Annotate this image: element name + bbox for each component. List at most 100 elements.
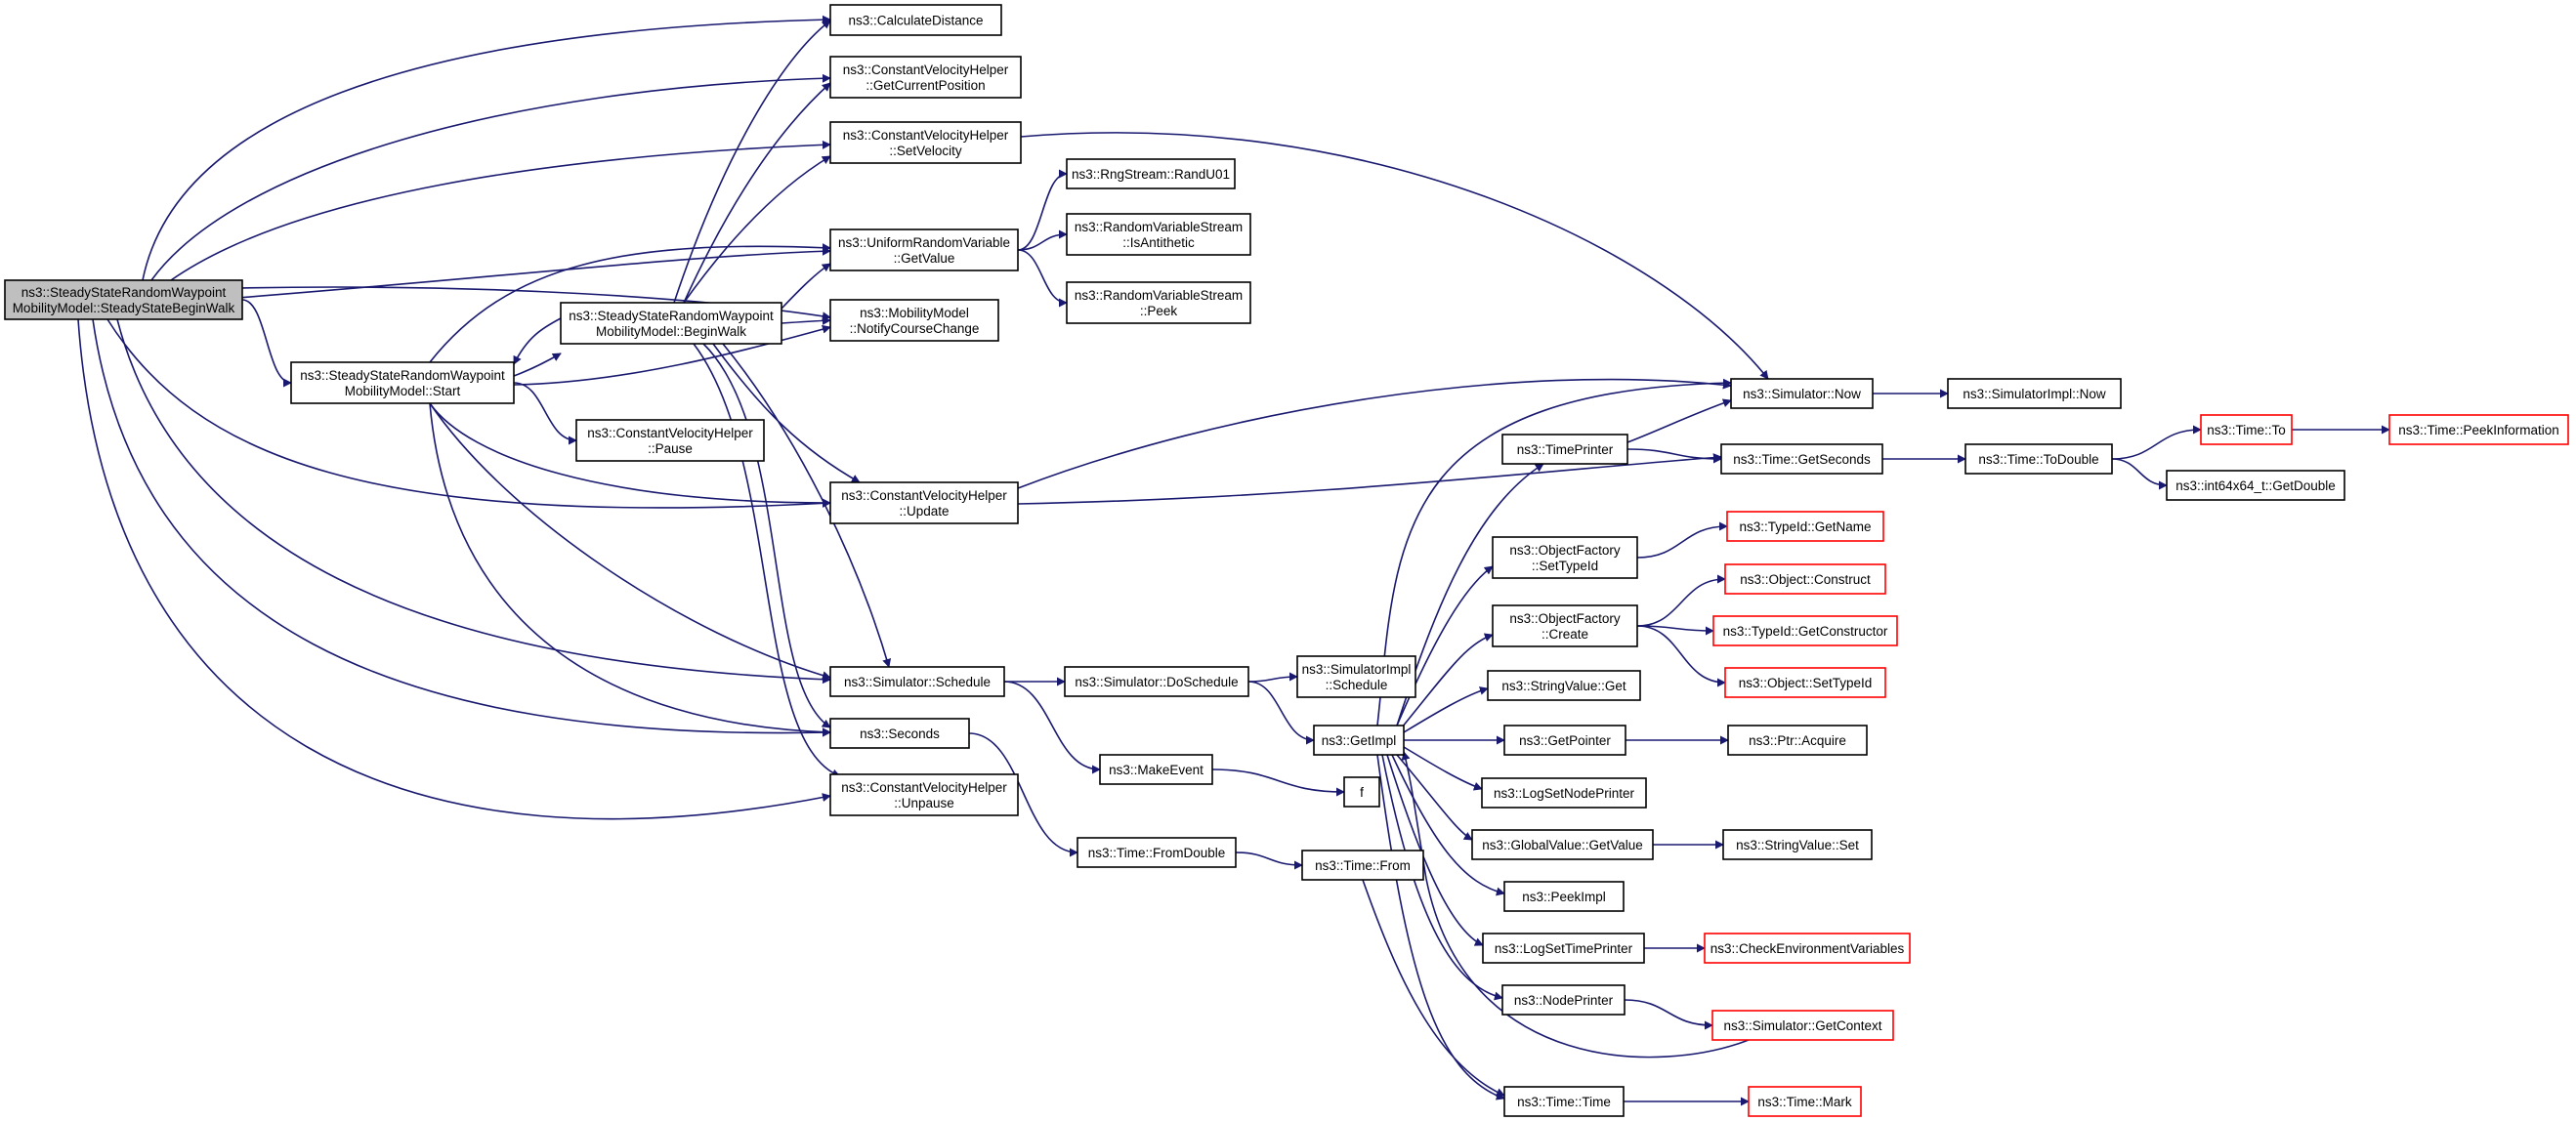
node-schedule[interactable]: ns3::Simulator::Schedule: [829, 666, 1005, 697]
node-box[interactable]: [1066, 281, 1251, 324]
node-box[interactable]: [1727, 725, 1868, 756]
node-svget[interactable]: ns3::StringValue::Get: [1487, 670, 1641, 701]
node-root[interactable]: ns3::SteadyStateRandomWaypointMobilityMo…: [4, 279, 243, 320]
node-getdouble[interactable]: ns3::int64x64_t::GetDouble: [2166, 470, 2345, 501]
node-seconds[interactable]: ns3::Seconds: [829, 718, 970, 749]
node-objsettypeid[interactable]: ns3::Object::SetTypeId: [1724, 667, 1886, 698]
node-box[interactable]: [2166, 470, 2345, 501]
node-box[interactable]: [1296, 655, 1416, 698]
node-box[interactable]: [1343, 776, 1380, 808]
node-box[interactable]: [829, 299, 999, 342]
node-update[interactable]: ns3::ConstantVelocityHelper::Update: [829, 481, 1019, 524]
node-logsettime[interactable]: ns3::LogSetTimePrinter: [1482, 933, 1645, 964]
node-peek[interactable]: ns3::RandomVariableStream::Peek: [1066, 281, 1251, 324]
node-box[interactable]: [1313, 725, 1405, 756]
node-timegetseconds[interactable]: ns3::Time::GetSeconds: [1720, 443, 1883, 475]
node-box[interactable]: [1301, 850, 1424, 881]
node-todouble[interactable]: ns3::Time::ToDouble: [1964, 443, 2113, 475]
node-fromdouble[interactable]: ns3::Time::FromDouble: [1077, 837, 1237, 868]
node-ofcreate[interactable]: ns3::ObjectFactory::Create: [1492, 604, 1638, 647]
node-tgetctor[interactable]: ns3::TypeId::GetConstructor: [1712, 615, 1898, 646]
node-box[interactable]: [1501, 434, 1628, 465]
node-tgetname[interactable]: ns3::TypeId::GetName: [1726, 511, 1884, 542]
node-getcurpos[interactable]: ns3::ConstantVelocityHelper::GetCurrentP…: [829, 56, 1022, 99]
node-box[interactable]: [1964, 443, 2113, 475]
node-simgetcontext[interactable]: ns3::Simulator::GetContext: [1711, 1010, 1894, 1041]
node-box[interactable]: [1503, 881, 1625, 912]
node-box[interactable]: [1503, 1086, 1625, 1117]
node-getimpl[interactable]: ns3::GetImpl: [1313, 725, 1405, 756]
node-box[interactable]: [1066, 158, 1236, 189]
node-ofsettypeid[interactable]: ns3::ObjectFactory::SetTypeId: [1492, 536, 1638, 579]
node-box[interactable]: [1748, 1086, 1862, 1117]
node-timemark[interactable]: ns3::Time::Mark: [1748, 1086, 1862, 1117]
node-simimplschedule[interactable]: ns3::SimulatorImpl::Schedule: [1296, 655, 1416, 698]
node-logsetnode[interactable]: ns3::LogSetNodePrinter: [1481, 777, 1647, 809]
node-randu01[interactable]: ns3::RngStream::RandU01: [1066, 158, 1236, 189]
node-box[interactable]: [829, 228, 1019, 271]
node-box[interactable]: [829, 481, 1019, 524]
node-getpointer[interactable]: ns3::GetPointer: [1503, 725, 1626, 756]
node-box[interactable]: [1481, 777, 1647, 809]
node-box[interactable]: [1711, 1010, 1894, 1041]
node-makeevent[interactable]: ns3::MakeEvent: [1099, 754, 1213, 785]
node-box[interactable]: [1482, 933, 1645, 964]
node-doschedule[interactable]: ns3::Simulator::DoSchedule: [1064, 666, 1249, 697]
node-beginwalk[interactable]: ns3::SteadyStateRandomWaypointMobilityMo…: [560, 302, 782, 345]
node-box[interactable]: [829, 121, 1022, 164]
node-calcdist[interactable]: ns3::CalculateDistance: [829, 4, 1002, 36]
node-notify[interactable]: ns3::MobilityModel::NotifyCourseChange: [829, 299, 999, 342]
node-unpause[interactable]: ns3::ConstantVelocityHelper::Unpause: [829, 773, 1019, 816]
node-timefrom[interactable]: ns3::Time::From: [1301, 850, 1424, 881]
node-peekimpl[interactable]: ns3::PeekImpl: [1503, 881, 1625, 912]
node-box[interactable]: [1722, 829, 1873, 860]
node-box[interactable]: [290, 361, 515, 404]
node-gvgetvalue[interactable]: ns3::GlobalValue::GetValue: [1471, 829, 1654, 860]
node-box[interactable]: [1704, 933, 1911, 964]
node-ptracquire[interactable]: ns3::Ptr::Acquire: [1727, 725, 1868, 756]
node-box[interactable]: [1724, 563, 1886, 595]
node-isanti[interactable]: ns3::RandomVariableStream::IsAntithetic: [1066, 213, 1251, 256]
node-box[interactable]: [829, 718, 970, 749]
node-start[interactable]: ns3::SteadyStateRandomWaypointMobilityMo…: [290, 361, 515, 404]
node-box[interactable]: [575, 419, 765, 462]
node-box[interactable]: [829, 773, 1019, 816]
node-box[interactable]: [1471, 829, 1654, 860]
node-setvel[interactable]: ns3::ConstantVelocityHelper::SetVelocity: [829, 121, 1022, 164]
node-box[interactable]: [1487, 670, 1641, 701]
node-simimplnow[interactable]: ns3::SimulatorImpl::Now: [1947, 378, 2122, 409]
node-box[interactable]: [1077, 837, 1237, 868]
node-box[interactable]: [1730, 378, 1874, 409]
node-f[interactable]: f: [1343, 776, 1380, 808]
node-checkenv[interactable]: ns3::CheckEnvironmentVariables: [1704, 933, 1911, 964]
node-box[interactable]: [829, 666, 1005, 697]
node-box[interactable]: [1712, 615, 1898, 646]
node-box[interactable]: [1099, 754, 1213, 785]
node-objconstruct[interactable]: ns3::Object::Construct: [1724, 563, 1886, 595]
node-nodeprinter[interactable]: ns3::NodePrinter: [1501, 984, 1626, 1016]
node-box[interactable]: [1064, 666, 1249, 697]
node-simnow[interactable]: ns3::Simulator::Now: [1730, 378, 1874, 409]
node-box[interactable]: [829, 4, 1002, 36]
node-urvgetvalue[interactable]: ns3::UniformRandomVariable::GetValue: [829, 228, 1019, 271]
node-box[interactable]: [1726, 511, 1884, 542]
node-svset[interactable]: ns3::StringValue::Set: [1722, 829, 1873, 860]
node-timetime[interactable]: ns3::Time::Time: [1503, 1086, 1625, 1117]
node-box[interactable]: [1724, 667, 1886, 698]
node-box[interactable]: [1492, 604, 1638, 647]
node-box[interactable]: [1720, 443, 1883, 475]
node-box[interactable]: [560, 302, 782, 345]
node-timeto[interactable]: ns3::Time::To: [2200, 414, 2293, 445]
node-box[interactable]: [2200, 414, 2293, 445]
node-box[interactable]: [1066, 213, 1251, 256]
node-box[interactable]: [1492, 536, 1638, 579]
node-box[interactable]: [1947, 378, 2122, 409]
node-peekinfo[interactable]: ns3::Time::PeekInformation: [2388, 414, 2569, 445]
node-box[interactable]: [1501, 984, 1626, 1016]
node-box[interactable]: [4, 279, 243, 320]
node-box[interactable]: [2388, 414, 2569, 445]
node-pause[interactable]: ns3::ConstantVelocityHelper::Pause: [575, 419, 765, 462]
node-box[interactable]: [829, 56, 1022, 99]
node-box[interactable]: [1503, 725, 1626, 756]
node-timeprinter[interactable]: ns3::TimePrinter: [1501, 434, 1628, 465]
